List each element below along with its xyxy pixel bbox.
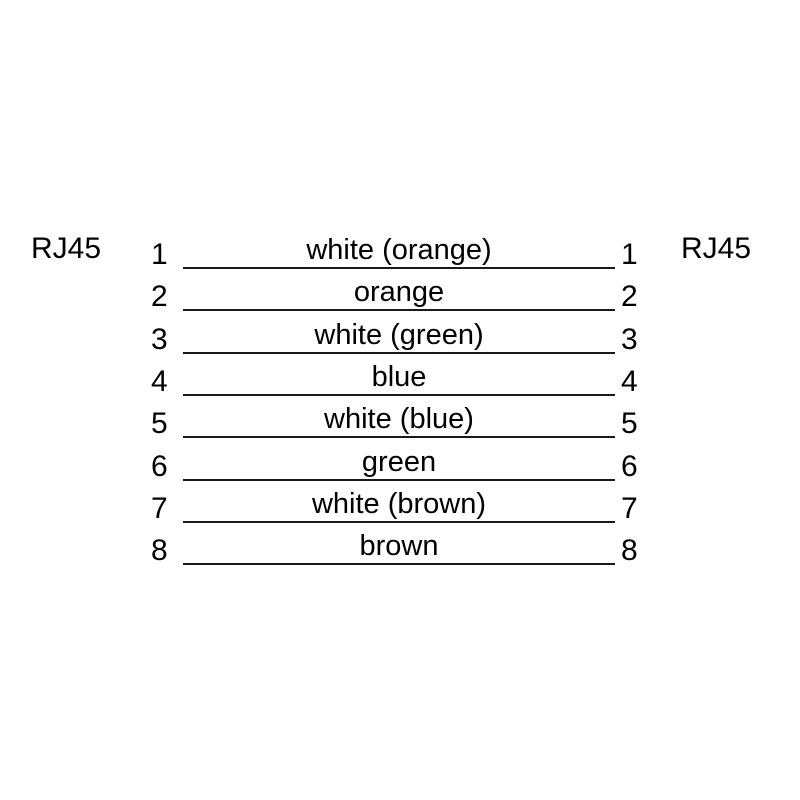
wire-color-label: white (brown) [311, 487, 487, 520]
right-connector-label: RJ45 [681, 232, 752, 265]
left-pin-number: 8 [151, 534, 168, 568]
wire-connection-line [183, 393, 615, 396]
wire-connection-line [183, 309, 615, 312]
left-pin-number: 4 [151, 364, 168, 398]
right-pin-number: 6 [621, 449, 638, 483]
right-pin-number: 3 [621, 322, 638, 356]
wire-color-label: white (green) [314, 318, 484, 351]
right-pin-number: 7 [621, 491, 638, 525]
right-pin-number: 2 [621, 280, 638, 314]
wire-connection-line [183, 436, 615, 439]
left-pin-number: 7 [151, 491, 168, 525]
wire-connection-line [183, 563, 615, 566]
wire-color-label: blue [371, 360, 427, 393]
left-pin-number: 6 [151, 449, 168, 483]
right-pin-number: 8 [621, 534, 638, 568]
wire-connection-line [183, 478, 615, 481]
left-pin-number: 2 [151, 280, 168, 314]
wire-color-label: green [361, 445, 437, 478]
wire-connection-line [183, 351, 615, 354]
wire-connection-line [183, 267, 615, 269]
left-pin-number: 5 [151, 407, 168, 441]
wire-connection-line [183, 520, 615, 523]
right-pin-number: 5 [621, 407, 638, 441]
right-pin-number: 1 [621, 238, 638, 271]
wire-color-label: orange [353, 276, 445, 309]
wire-color-label: white (blue) [324, 403, 474, 436]
wire-color-label: brown [359, 530, 439, 563]
left-pin-number: 1 [151, 238, 168, 271]
wire-color-label: white (orange) [306, 234, 492, 266]
right-pin-number: 4 [621, 364, 638, 398]
left-pin-number: 3 [151, 322, 168, 356]
left-connector-label: RJ45 [31, 232, 102, 265]
